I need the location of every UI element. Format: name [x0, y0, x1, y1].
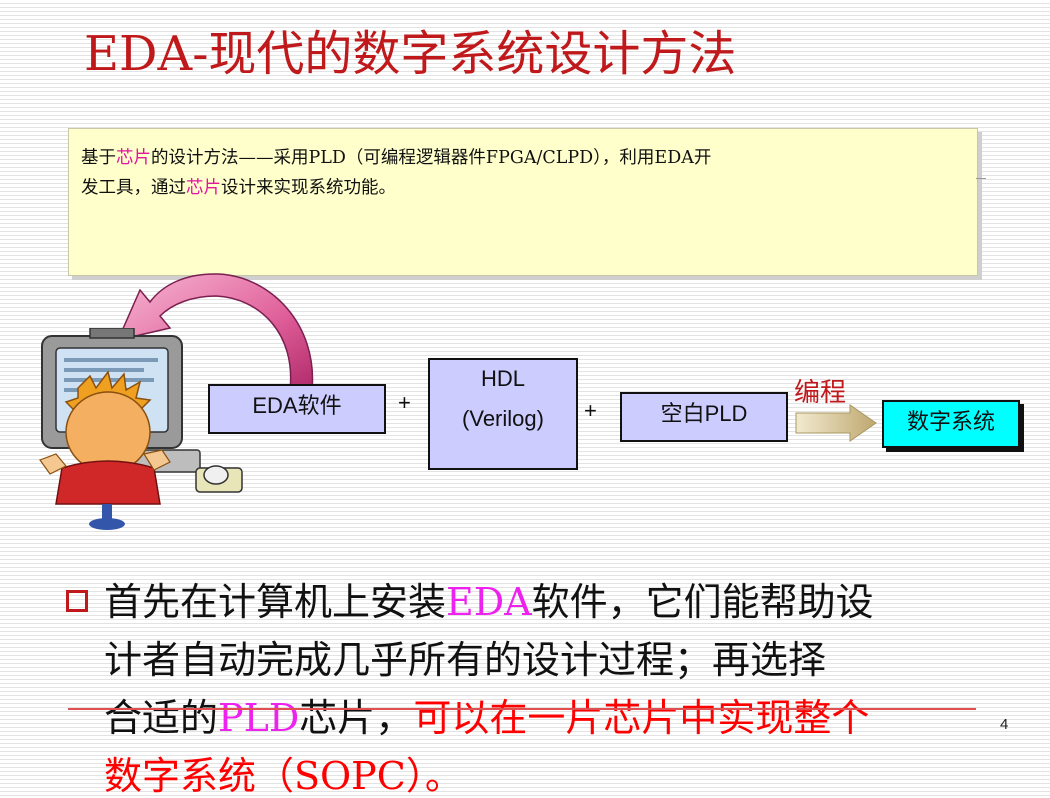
note-text-part4: 设计来实现系统功能。 [221, 178, 396, 198]
hdl-label: HDL [480, 366, 525, 391]
note-chip-highlight-2: 芯片 [186, 178, 221, 198]
definition-text: 基于芯片的设计方法——采用PLD（可编程逻辑器件FPGA/CLPD），利用EDA… [81, 143, 969, 203]
verilog-label: (Verilog) [462, 406, 544, 431]
definition-note-box: 基于芯片的设计方法——采用PLD（可编程逻辑器件FPGA/CLPD），利用EDA… [68, 128, 978, 276]
note-divider [976, 178, 986, 179]
note-text-part3: 发工具，通过 [81, 178, 186, 198]
body-text-1a: 首先在计算机上安装 [104, 580, 447, 624]
note-text-part1: 基于 [81, 148, 116, 168]
digital-system-box: 数字系统 [882, 400, 1020, 448]
slide-title: EDA-现代的数字系统设计方法 [84, 26, 737, 82]
bullet-square-icon [66, 590, 88, 612]
footer-divider [68, 708, 976, 710]
programming-label: 编程 [794, 378, 847, 408]
hdl-box: HDL (Verilog) [428, 358, 578, 470]
body-text-3c: 芯片， [299, 696, 414, 740]
body-text-1c: 软件，它们能帮助设 [531, 580, 874, 624]
sopc-highlight: 可以在一片芯片中实现整个 [413, 696, 870, 740]
curved-arrow-icon [116, 273, 314, 391]
right-arrow-icon [795, 404, 877, 442]
plus-sign-2: + [584, 398, 597, 423]
note-chip-highlight-1: 芯片 [116, 148, 151, 168]
eda-software-box: EDA软件 [208, 384, 386, 434]
body-text-3a: 合适的 [104, 696, 219, 740]
person-at-computer-icon [39, 328, 243, 530]
body-line-3: 合适的PLD芯片，可以在一片芯片中实现整个 [104, 698, 869, 738]
body-line-2: 计者自动完成几乎所有的设计过程；再选择 [104, 638, 827, 682]
body-line-4: 数字系统（SOPC）。 [104, 754, 463, 798]
page-number: 4 [1000, 716, 1009, 733]
eda-highlight: EDA [446, 580, 532, 624]
body-line-1: 首先在计算机上安装EDA软件，它们能帮助设 [104, 582, 874, 622]
plus-sign-1: + [398, 390, 411, 415]
note-text-part2: 的设计方法——采用PLD（可编程逻辑器件FPGA/CLPD），利用EDA开 [151, 148, 712, 168]
blank-pld-box: 空白PLD [620, 392, 788, 442]
pld-highlight: PLD [218, 696, 300, 740]
